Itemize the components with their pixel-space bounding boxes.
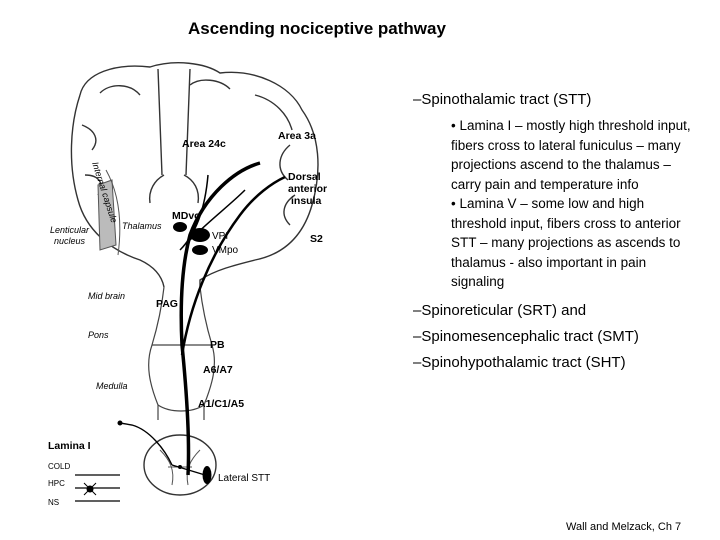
tract-sht: –Spinohypothalamic tract (SHT): [413, 353, 626, 371]
label-a6-a7: A6/A7: [203, 364, 233, 376]
brain-outline: [70, 62, 319, 288]
label-lamina-i: Lamina I: [48, 440, 91, 452]
label-anterior: anterior: [288, 183, 327, 195]
label-dorsal: Dorsal: [288, 171, 321, 183]
label-hpc: HPC: [48, 479, 65, 488]
stt-bullets: • Lamina I – mostly high threshold input…: [451, 116, 701, 292]
bullet-lamina-i: • Lamina I – mostly high threshold input…: [451, 118, 691, 192]
text-content: –Spinothalamic tract (STT) • Lamina I – …: [413, 90, 713, 376]
label-cold: COLD: [48, 462, 70, 471]
lamina-i-neurons: [75, 420, 123, 502]
label-pons: Pons: [88, 330, 109, 340]
label-mid-brain: Mid brain: [88, 291, 125, 301]
spinal-cord-section: [143, 434, 217, 496]
other-tracts: –Spinoreticular (SRT) and –Spinomesencep…: [413, 298, 713, 376]
tract-smt: –Spinomesencephalic tract (SMT): [413, 327, 639, 345]
stt-pathway: [119, 161, 286, 476]
pathway-diagram: Area 24c Internal capsule Lenticular nuc…: [48, 62, 327, 507]
tract-srt: –Spinoreticular (SRT) and: [413, 301, 587, 319]
label-a1-c1-a5: A1/C1/A5: [198, 398, 244, 410]
label-vmpo: VMpo: [212, 245, 239, 256]
slide-title: Ascending nociceptive pathway: [188, 19, 446, 38]
label-vpi: VPI: [212, 231, 228, 242]
thalamic-nuclei: [173, 222, 210, 255]
brainstem-outline: [148, 286, 216, 420]
label-pb: PB: [210, 339, 225, 351]
label-lenticular-2: nucleus: [54, 236, 86, 246]
label-s2: S2: [310, 233, 323, 245]
label-lenticular-1: Lenticular: [50, 225, 90, 235]
label-lateral-stt: Lateral STT: [218, 473, 270, 484]
label-thalamus: Thalamus: [122, 221, 162, 231]
label-ns: NS: [48, 498, 59, 507]
source-credit: Wall and Melzack, Ch 7: [566, 521, 682, 533]
pathway-figure: Area 24c Internal capsule Lenticular nuc…: [40, 55, 340, 515]
stt-heading: –Spinothalamic tract (STT): [413, 91, 592, 108]
label-area-3a: Area 3a: [278, 130, 316, 142]
label-pag: PAG: [156, 298, 178, 310]
lenticular-nucleus-shape: [97, 169, 121, 256]
label-insula: insula: [291, 195, 322, 207]
bullet-lamina-v: • Lamina V – some low and high threshold…: [451, 196, 681, 289]
label-mdvc: MDvc: [172, 210, 200, 222]
label-area-24c: Area 24c: [182, 138, 226, 150]
label-medulla: Medulla: [96, 381, 128, 391]
